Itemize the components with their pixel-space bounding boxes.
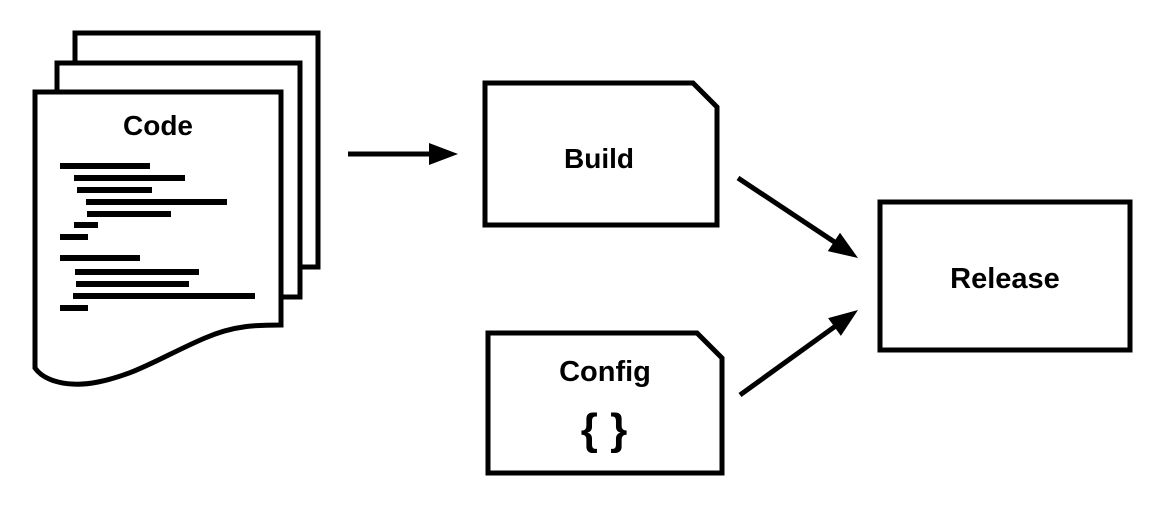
arrow-shaft [738, 322, 839, 398]
build-note-shape [482, 80, 720, 228]
arrow-head [827, 232, 858, 258]
code-node: Code [32, 30, 321, 387]
code-label: Code [123, 110, 193, 141]
arrow-head [828, 310, 858, 336]
arrow-head [429, 143, 458, 165]
config-note-shape [485, 330, 725, 476]
build-node: Build [482, 80, 720, 228]
release-rect-shape [877, 199, 1133, 353]
build-label: Build [564, 143, 634, 174]
release-label: Release [950, 263, 1060, 295]
config-node: Config { } [485, 330, 725, 476]
release-node: Release [877, 199, 1133, 353]
config-braces: { } [581, 405, 627, 454]
config-label: Config [559, 356, 651, 388]
diagram-root: Code Build Config { } [32, 30, 1133, 476]
arrow-shaft [736, 175, 838, 246]
code-text-lines [60, 163, 255, 311]
arrow-build-to-release [736, 175, 858, 258]
arrow-code-to-build [348, 143, 458, 165]
arrow-config-to-release [738, 310, 858, 398]
